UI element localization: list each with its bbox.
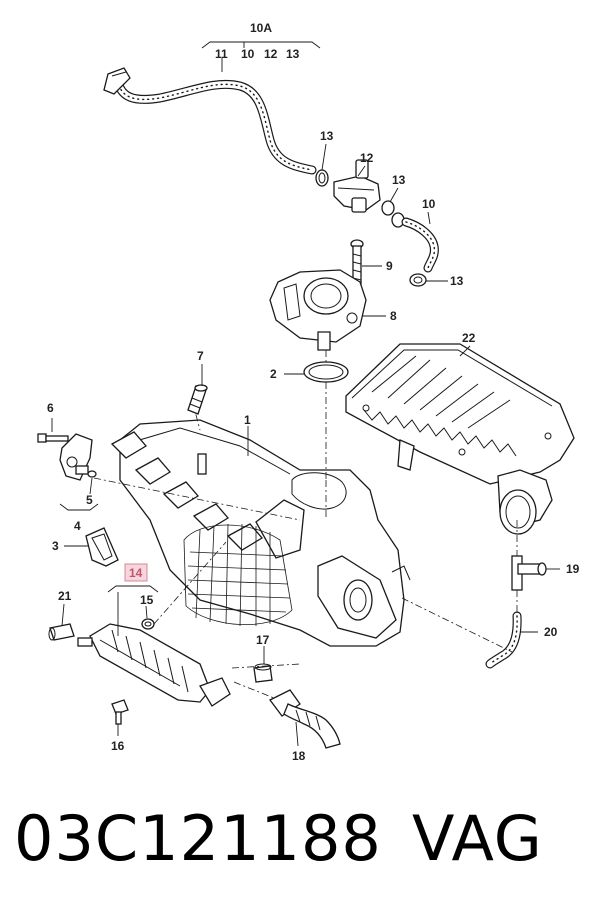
callout-10: 10 — [422, 197, 436, 211]
leader-lines — [51, 42, 560, 747]
sleeve-17 — [253, 663, 273, 683]
bolt-7 — [187, 384, 208, 415]
seal-15 — [141, 618, 155, 630]
screw-16 — [111, 699, 129, 725]
callout-10-top: 10 — [241, 47, 255, 61]
callout-21: 21 — [58, 589, 72, 603]
breather-hose-11 — [113, 75, 317, 175]
hose-clip-13d — [409, 273, 427, 287]
hose-18 — [269, 689, 341, 749]
hose-clip-13b — [381, 200, 395, 216]
gasket-3 — [85, 527, 119, 567]
callout-19: 19 — [566, 562, 580, 576]
callout-22: 22 — [462, 331, 476, 345]
t-connector-19 — [511, 555, 547, 591]
callout-12: 12 — [360, 151, 374, 165]
group-4-bracket — [59, 503, 99, 511]
hose-20 — [485, 611, 522, 669]
sensor-4 — [59, 433, 93, 481]
callout-5: 5 — [86, 493, 93, 507]
intake-manifold-1 — [110, 419, 411, 647]
callout-20: 20 — [544, 625, 558, 639]
sleeve-21 — [48, 623, 75, 641]
air-filter-housing-22 — [345, 343, 575, 535]
callout-17: 17 — [256, 633, 270, 647]
callout-16: 16 — [111, 739, 125, 753]
part-number: 03C121188 — [14, 802, 382, 875]
gasket-2 — [303, 361, 349, 383]
callout-18: 18 — [292, 749, 306, 763]
callout-4: 4 — [74, 519, 81, 533]
callout-13-top: 13 — [286, 47, 300, 61]
callout-1: 1 — [244, 413, 251, 427]
callout-3: 3 — [52, 539, 59, 553]
callout-9: 9 — [386, 259, 393, 273]
throttle-body-8 — [269, 269, 367, 351]
callout-13-clip-a: 13 — [320, 129, 334, 143]
callout-7: 7 — [197, 349, 204, 363]
bolt-6 — [37, 433, 69, 443]
callout-11: 11 — [215, 47, 228, 61]
group-10a-bracket — [201, 41, 321, 72]
bolt-9 — [350, 239, 364, 285]
callout-14: 14 — [129, 566, 143, 580]
brand-label: VAG — [412, 802, 543, 875]
callout-10a: 10A — [250, 21, 272, 35]
charge-air-cooler-14 — [77, 623, 231, 707]
callout-2: 2 — [270, 367, 277, 381]
group-14-bracket — [107, 585, 159, 593]
callout-13-clip-b: 13 — [392, 173, 406, 187]
breather-hose-10 — [401, 217, 439, 273]
elbow-connector — [103, 67, 131, 95]
valve-12 — [333, 159, 381, 213]
callout-15: 15 — [140, 593, 154, 607]
callout-14-highlight — [124, 563, 148, 582]
hose-clip-13a — [315, 169, 329, 187]
callout-labels: 10A 11 10 12 13 13 12 13 10 9 13 8 22 2 … — [47, 21, 580, 763]
callout-8: 8 — [390, 309, 397, 323]
washer-5 — [87, 470, 97, 478]
exploded-parts-diagram: 10A 11 10 12 13 13 12 13 10 9 13 8 22 2 … — [37, 21, 580, 763]
callout-6: 6 — [47, 401, 54, 415]
callout-12-top: 12 — [264, 47, 278, 61]
callout-13-clip-d: 13 — [450, 274, 464, 288]
